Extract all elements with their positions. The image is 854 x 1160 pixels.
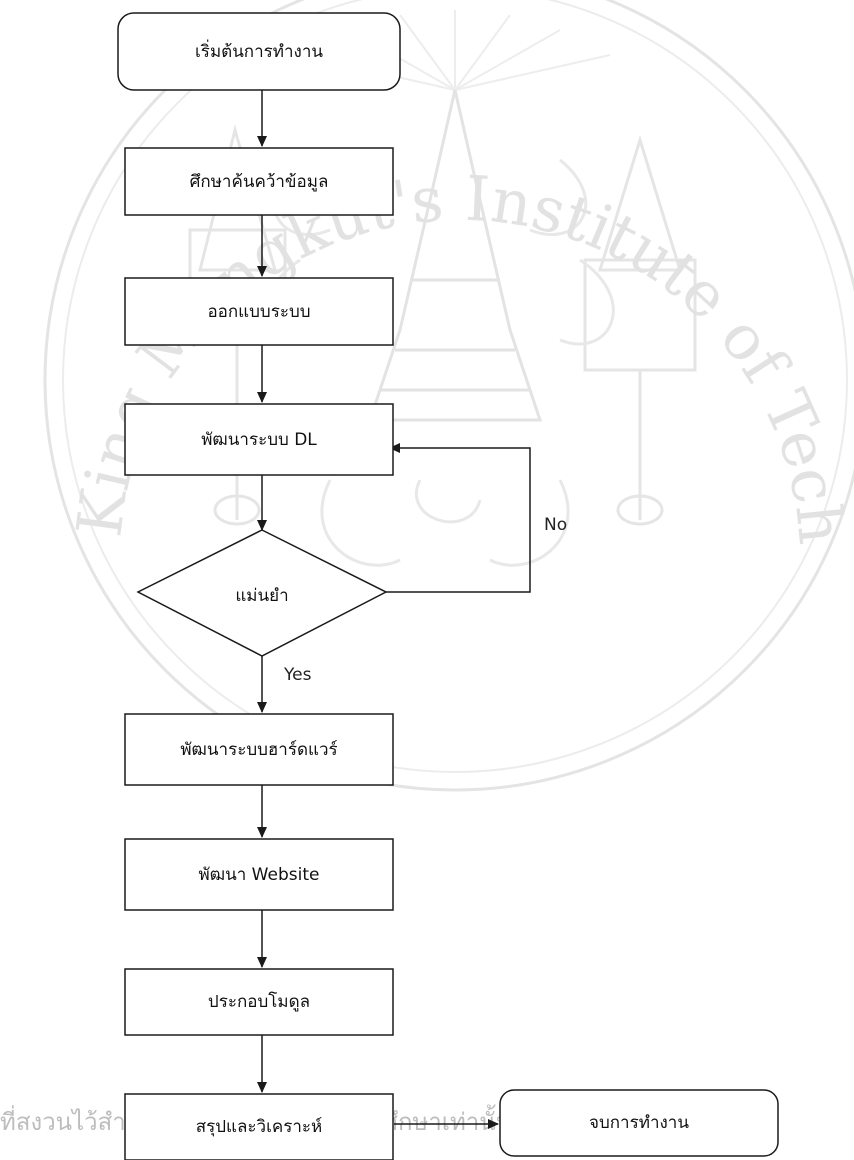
website-label: พัฒนา Website	[199, 865, 320, 885]
crown-spire	[367, 89, 543, 422]
decision-label: แม่นยำ	[235, 586, 288, 606]
hardware-label: พัฒนาระบบฮาร์ดแวร์	[180, 740, 337, 760]
start-node	[117, 12, 401, 91]
seal-outer-ring	[43, 0, 854, 792]
connectors	[257, 90, 531, 1129]
start-label: เริ่มต้นการทำงาน	[195, 39, 323, 62]
hardware-node	[124, 713, 394, 786]
design-label: ออกแบบระบบ	[207, 302, 310, 322]
edge-decision-no-loop	[386, 443, 531, 593]
conclude-node	[124, 1093, 394, 1160]
assemble-node	[124, 968, 394, 1036]
edge-label-no: No	[544, 515, 567, 535]
research-node	[124, 147, 394, 216]
end-node	[499, 1089, 779, 1157]
seal-inner-ring	[62, 0, 848, 773]
ornament-swirls	[265, 158, 615, 567]
assemble-label: ประกอบโมดูล	[208, 991, 310, 1012]
design-node	[124, 277, 394, 346]
website-node	[124, 838, 394, 911]
edge-label-yes: Yes	[283, 665, 312, 685]
develop-dl-label: พัฒนาระบบ DL	[201, 430, 317, 450]
decision-node	[136, 529, 388, 657]
research-label: ศึกษาค้นคว้าข้อมูล	[190, 172, 329, 192]
develop-dl-node	[124, 403, 394, 476]
conclude-label: สรุปและวิเคราะห์	[196, 1117, 323, 1137]
end-label: จบการทำงาน	[589, 1113, 689, 1133]
